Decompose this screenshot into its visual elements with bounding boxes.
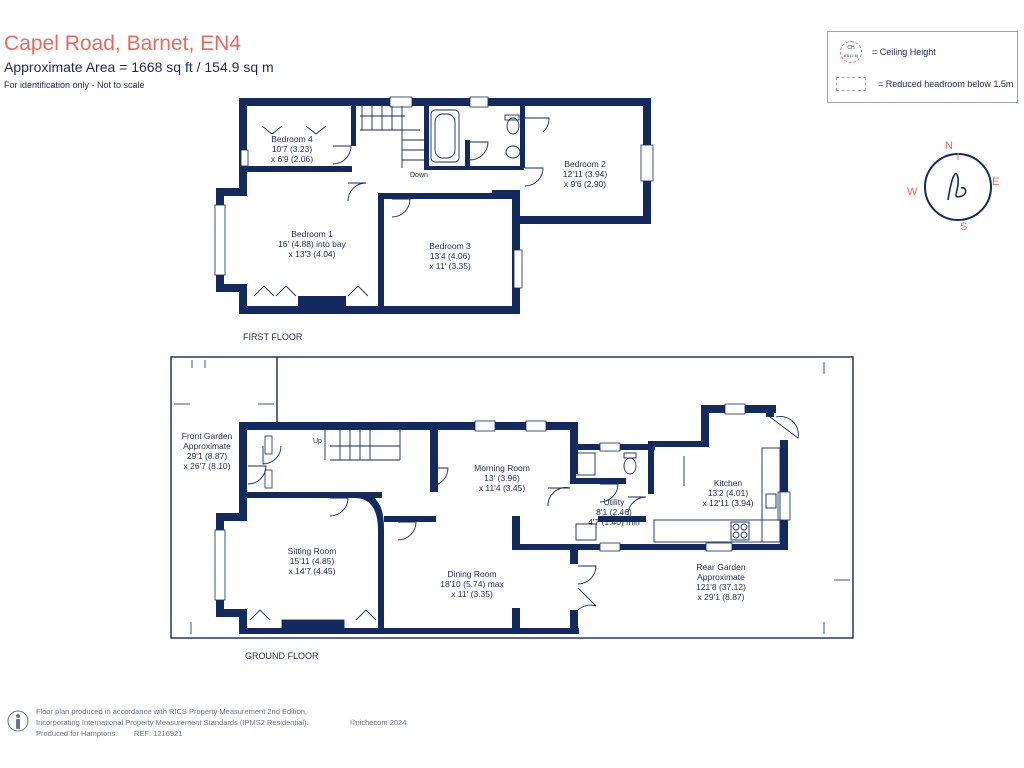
compass-north: N <box>945 140 953 152</box>
ground-floor-fixtures <box>247 416 799 629</box>
approximate-area: Approximate Area = 1668 sq ft / 154.9 sq… <box>4 59 274 75</box>
room-dimension: 15'11 (4.85) <box>289 556 335 566</box>
room-name: Front Garden <box>181 431 233 441</box>
room-dimension: x 6'9 (2.06) <box>270 154 314 164</box>
first-floor-label: FIRST FLOOR <box>243 332 303 342</box>
legend-box <box>827 31 1018 103</box>
compass-icon <box>924 153 992 221</box>
footer-reference: REF: 1216921 <box>134 729 183 738</box>
room-dimension: x 11' (3.35) <box>451 589 493 599</box>
room-morning-room: Morning Room 13' (3.96) x 11'4 (3.45) <box>470 463 534 493</box>
room-bedroom-4: Bedroom 4 10'7 (3.23) x 6'9 (2.06) <box>262 134 322 164</box>
room-dimension: x 29'1 (8.87) <box>697 592 745 602</box>
ceiling-height-icon-code: CH <box>847 45 855 51</box>
room-dimension: 8'1 (2.46) <box>596 507 632 517</box>
plot-boundary <box>170 356 854 639</box>
room-name: Sitting Room <box>287 546 337 556</box>
room-sitting-room: Sitting Room 15'11 (4.85) x 14'7 (4.45) <box>282 546 342 576</box>
first-floor-plan <box>216 98 651 314</box>
room-dimension: 10'7 (3.23) <box>271 144 313 154</box>
room-dimension: 13' (3.96) <box>484 473 520 483</box>
ceiling-height-icon-value: 8'5 (2.6) <box>843 53 859 58</box>
room-name: Kitchen <box>713 478 743 488</box>
footer-produced-for: Produced for Hamptons. <box>36 729 118 738</box>
room-name: Morning Room <box>474 463 530 473</box>
ground-floor-windows <box>214 403 791 601</box>
room-utility: Utility 8'1 (2.46) 4'7 (1.40) min <box>584 497 644 527</box>
person-scale-icon <box>7 710 29 732</box>
room-bedroom-1: Bedroom 1 16' (4.88) into bay x 13'3 (4.… <box>262 229 362 259</box>
footer-rics-line: Floor plan produced in accordance with R… <box>36 707 307 716</box>
room-name: Dining Room <box>447 569 497 579</box>
room-dimension: 13'4 (4.06) <box>429 251 471 261</box>
plan-title: Capel Road, Barnet, EN4 <box>4 32 241 55</box>
room-dining-room: Dining Room 18'10 (5.74) max x 11' (3.35… <box>432 569 512 599</box>
reduced-headroom-label: = Reduced headroom below 1.5m <box>878 79 1014 89</box>
room-dimension: x 9'6 (2.90) <box>563 179 607 189</box>
room-name: Bedroom 1 <box>291 229 333 239</box>
room-dimension: 12'11 (3.94) <box>562 169 608 179</box>
room-dimension: Approximate <box>697 572 745 582</box>
room-bedroom-3: Bedroom 3 13'4 (4.06) x 11' (3.35) <box>420 241 480 271</box>
room-dimension: Approximate <box>183 441 231 451</box>
room-name: Bedroom 2 <box>564 159 606 169</box>
footer-ipms-line: Incorporating International Property Mea… <box>36 718 309 727</box>
room-dimension: 29'1 (8.87) <box>186 451 228 461</box>
room-dimension: x 11' (3.35) <box>429 261 471 271</box>
compass-east: E <box>992 176 1000 188</box>
room-name: Bedroom 3 <box>429 241 471 251</box>
room-dimension: 13'2 (4.01) <box>707 488 749 498</box>
stairs-down-label: Down <box>410 172 428 179</box>
room-dimension: 4'7 (1.40) min <box>588 517 640 527</box>
first-floor-fixtures <box>253 106 550 297</box>
room-front-garden: Front Garden Approximate 29'1 (8.87) x 2… <box>176 431 238 471</box>
room-dimension: x 14'7 (4.45) <box>288 566 336 576</box>
room-name: Utility <box>603 497 625 507</box>
ceiling-height-label: = Ceiling Height <box>872 47 936 57</box>
first-floor-windows <box>214 96 654 289</box>
room-bedroom-2: Bedroom 2 12'11 (3.94) x 9'6 (2.90) <box>548 159 622 189</box>
ceiling-height-icon <box>840 41 862 63</box>
room-rear-garden: Rear Garden Approximate 121'8 (37.12) x … <box>686 562 756 602</box>
footer-brand: ©nichecom 2024. <box>350 718 409 727</box>
compass-south: S <box>960 221 968 233</box>
room-kitchen: Kitchen 13'2 (4.01) x 12'11 (3.94) <box>692 478 764 508</box>
stairs-up-label: Up <box>313 438 322 445</box>
compass-west: W <box>907 186 918 198</box>
room-dimension: 18'10 (5.74) max <box>440 579 504 589</box>
room-dimension: 121'8 (37.12) <box>696 582 746 592</box>
ground-floor-label: GROUND FLOOR <box>245 651 319 661</box>
room-dimension: x 13'3 (4.04) <box>288 249 336 259</box>
room-dimension: 16' (4.88) into bay <box>278 239 346 249</box>
room-dimension: x 12'11 (3.94) <box>702 498 754 508</box>
room-name: Bedroom 4 <box>271 134 313 144</box>
dimension-arrows <box>174 360 850 634</box>
room-dimension: x 11'4 (3.45) <box>478 483 526 493</box>
reduced-headroom-icon <box>836 77 866 91</box>
room-name: Rear Garden <box>696 562 746 572</box>
room-dimension: x 26'7 (8.10) <box>183 461 231 471</box>
disclaimer: For identification only - Not to scale <box>4 80 145 90</box>
